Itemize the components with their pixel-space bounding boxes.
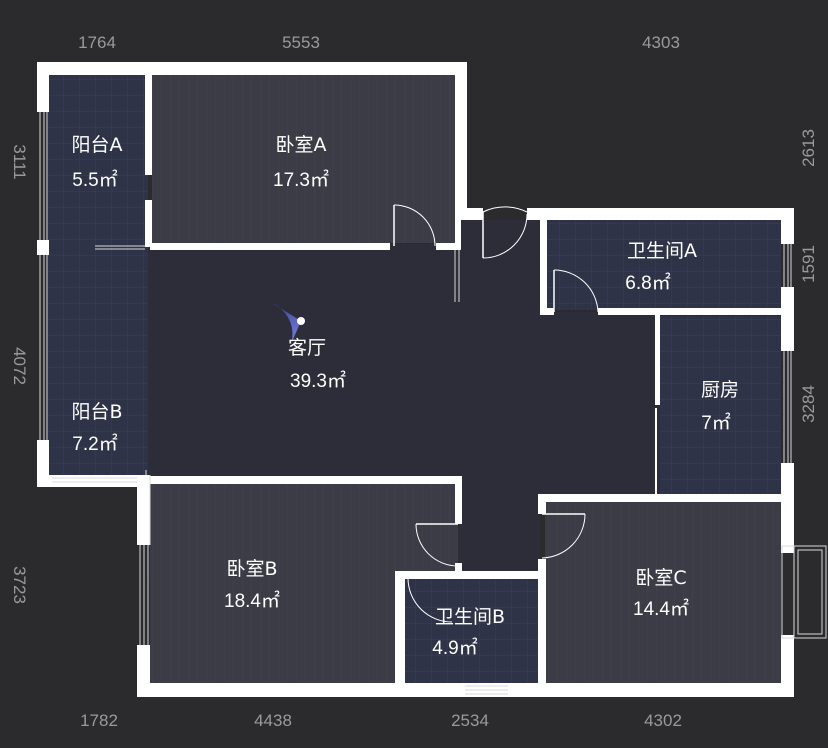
dim-top-3: 4303	[642, 33, 680, 52]
balcony-b-floor	[48, 247, 148, 477]
kitchen-floor	[660, 316, 781, 494]
room-name-bedroom-a: 卧室A	[276, 134, 327, 156]
living-room-floor-ext2	[455, 312, 660, 502]
dim-left-2: 4072	[10, 347, 29, 385]
dim-right-1: 2613	[799, 129, 818, 167]
room-area-bedroom-c: 14.4㎡	[633, 597, 689, 620]
room-area-bedroom-a: 17.3㎡	[273, 168, 329, 191]
dim-top-2: 5553	[282, 33, 320, 52]
dim-bottom-4: 4302	[644, 711, 682, 730]
room-name-living: 客厅	[288, 337, 326, 359]
dim-bottom-2: 4438	[254, 711, 292, 730]
room-area-living: 39.3㎡	[290, 369, 346, 392]
room-area-bathroom-a: 6.8㎡	[625, 271, 670, 294]
bedroom-a-floor	[152, 75, 457, 243]
room-area-balcony-a: 5.5㎡	[72, 168, 117, 191]
room-name-bedroom-b: 卧室B	[226, 558, 277, 580]
room-name-bedroom-c: 卧室C	[635, 567, 686, 589]
bathroom-b-floor	[405, 578, 543, 683]
camera-view-icon	[272, 303, 305, 351]
dim-top-1: 1764	[78, 33, 116, 52]
balcony-a-floor	[48, 75, 148, 247]
doors	[393, 204, 599, 623]
room-area-balcony-b: 7.2㎡	[72, 432, 117, 455]
dim-bottom-3: 2534	[451, 711, 489, 730]
dim-left-3: 3723	[10, 566, 29, 604]
bathroom-a-floor	[546, 220, 781, 310]
room-name-balcony-b: 阳台B	[71, 401, 122, 423]
dim-right-2: 1591	[799, 245, 818, 283]
room-area-bathroom-b: 4.9㎡	[432, 636, 477, 659]
bedroom-c-floor	[545, 502, 781, 683]
room-area-kitchen: 7㎡	[701, 411, 731, 434]
room-name-kitchen: 厨房	[701, 379, 739, 401]
dim-bottom-1: 1782	[80, 711, 118, 730]
windows	[39, 112, 827, 695]
room-name-balcony-a: 阳台A	[72, 134, 123, 156]
dim-left-1: 3111	[10, 144, 29, 179]
walls	[37, 62, 794, 697]
room-area-bedroom-b: 18.4㎡	[224, 589, 280, 612]
room-name-bathroom-b: 卫生间B	[435, 606, 505, 628]
dim-right-3: 3284	[799, 385, 818, 423]
room-name-bathroom-a: 卫生间A	[627, 240, 697, 262]
living-room-floor-ext	[455, 220, 545, 320]
